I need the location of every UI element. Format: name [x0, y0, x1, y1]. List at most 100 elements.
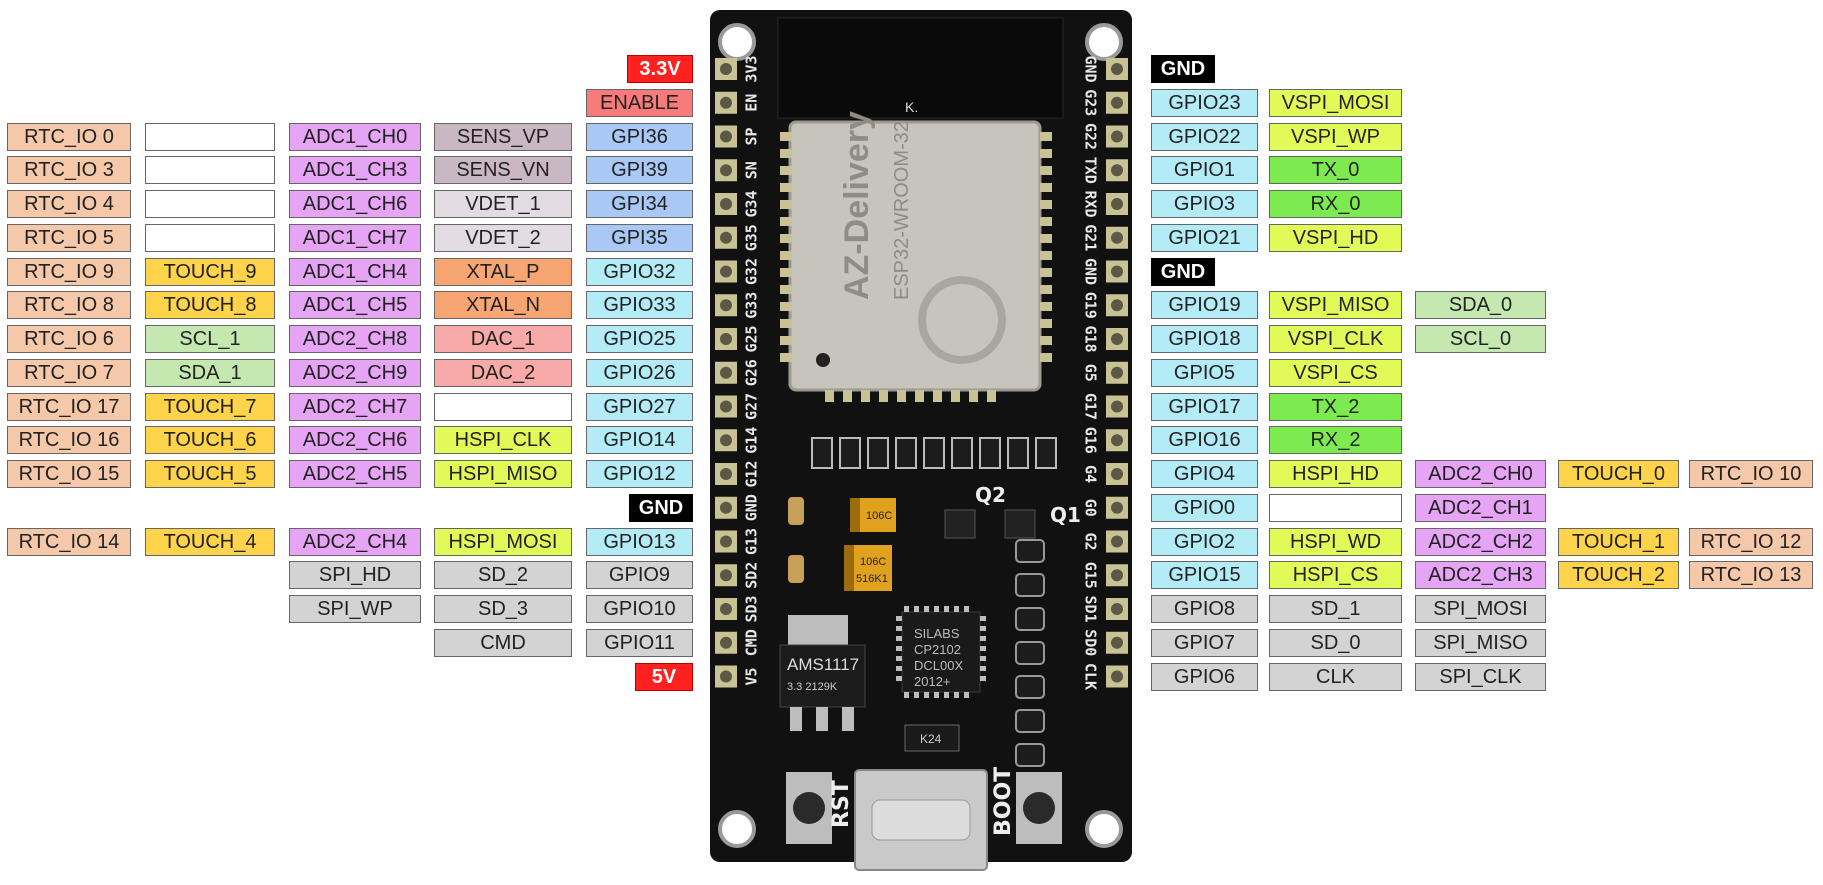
header-pin-hole: [1111, 603, 1123, 615]
left-pin-label-scl-1: SCL_1: [145, 325, 275, 353]
left-pin-label-hspi-mosi: HSPI_MOSI: [434, 527, 572, 556]
smd-component: [1015, 641, 1045, 665]
header-pin-hole: [1111, 670, 1123, 683]
right-pin-label-rx-0: RX_0: [1269, 190, 1402, 218]
mounting-hole: [718, 23, 756, 61]
header-pin-hole: [720, 164, 732, 177]
module-pad: [951, 390, 960, 402]
right-pin-label-scl-0: SCL_0: [1415, 325, 1546, 353]
header-pin-hole: [720, 670, 732, 683]
smd-component: [1015, 675, 1045, 699]
left-pin-label-hspi-clk: HSPI_CLK: [434, 426, 572, 455]
right-pin-label-touch-2: TOUCH_2: [1558, 561, 1679, 590]
usb-chip-pins: [896, 606, 986, 698]
left-pin-label-gpi35: GPI35: [586, 223, 693, 252]
left-pin-label-adc1-ch3: ADC1_CH3: [289, 156, 421, 185]
usb-port-opening: [871, 799, 971, 841]
silkscreen-gnd: GND: [1082, 258, 1100, 285]
header-pin-hole: [1111, 333, 1123, 345]
right-pin-label-sd-1: SD_1: [1269, 595, 1402, 623]
chip-pin: [980, 616, 986, 621]
silkscreen-g23: G23: [1082, 89, 1100, 116]
module-pad: [780, 234, 792, 243]
right-pin-label-hspi-wd: HSPI_WD: [1269, 527, 1402, 556]
header-pin-hole: [1111, 164, 1123, 177]
silkscreen-g22: G22: [1082, 123, 1100, 150]
left-pin-label-adc1-ch0: ADC1_CH0: [289, 122, 421, 151]
right-pin-label-gpio16: GPIO16: [1151, 426, 1258, 455]
silkscreen-g27: G27: [743, 393, 761, 420]
right-pin-label-gpio21: GPIO21: [1151, 223, 1258, 252]
left-pin-label-gpio32: GPIO32: [586, 257, 693, 286]
k24-label: K24: [920, 732, 942, 746]
header-pins: [715, 58, 1128, 688]
chip-pin: [904, 692, 909, 698]
smd-resistor: [951, 437, 973, 469]
right-pin-label-gpio3: GPIO3: [1151, 190, 1258, 218]
right-pin-label-touch-1: TOUCH_1: [1558, 527, 1679, 556]
transistor-q1: [1004, 509, 1036, 539]
left-pin-label-sens-vp: SENS_VP: [434, 122, 572, 151]
header-pin-hole: [720, 63, 732, 75]
header-pin-hole: [1111, 468, 1123, 480]
left-pin-label-5v: 5V: [635, 662, 693, 691]
left-pin-label-dac-2: DAC_2: [434, 358, 572, 387]
right-pin-label-spi-mosi: SPI_MOSI: [1415, 595, 1546, 623]
silkscreen-sd2: SD2: [743, 562, 761, 589]
module-pad: [780, 149, 792, 158]
smd-resistor-row: [811, 437, 1057, 469]
right-pin-label-adc2-ch2: ADC2_CH2: [1415, 527, 1546, 556]
module-pad: [1040, 183, 1052, 192]
left-pin-label-adc2-ch4: ADC2_CH4: [289, 527, 421, 556]
boot-button[interactable]: [1023, 792, 1055, 824]
q1-label: Q1: [1050, 503, 1081, 527]
header-pin-hole: [720, 198, 732, 210]
silkscreen-rxd: RXD: [1082, 190, 1100, 217]
left-pin-label-blank: [145, 223, 275, 252]
header-pin-hole: [720, 231, 732, 244]
left-pin-label-adc2-ch9: ADC2_CH9: [289, 358, 421, 387]
left-pin-label-blank: [145, 122, 275, 151]
left-pin-label-enable: ENABLE: [586, 88, 693, 117]
chip-pin: [954, 692, 959, 698]
left-pin-label-vdet-1: VDET_1: [434, 190, 572, 218]
chip-pin: [896, 646, 902, 651]
rst-button[interactable]: [793, 792, 825, 824]
module-pad: [780, 268, 792, 277]
header-pin-hole: [720, 636, 732, 649]
silkscreen-3v3: 3V3: [743, 55, 761, 82]
left-pin-label-sens-vn: SENS_VN: [434, 156, 572, 185]
silkscreen-sd1: SD1: [1082, 595, 1100, 622]
chip-pin: [964, 606, 969, 612]
module-pad: [879, 390, 888, 402]
module-pad: [1040, 285, 1052, 294]
left-pin-label-spi-wp: SPI_WP: [289, 595, 421, 623]
module-pad: [1040, 353, 1052, 362]
rst-label: RST: [829, 780, 854, 828]
silkscreen-g34: G34: [743, 190, 761, 217]
header-pin-hole: [720, 468, 732, 480]
left-pin-label-rtc-io-0: RTC_IO 0: [7, 122, 131, 151]
smd-resistor: [1007, 437, 1029, 469]
right-pin-label-gpio8: GPIO8: [1151, 595, 1258, 623]
left-pin-label-gpio14: GPIO14: [586, 426, 693, 455]
chip-pin: [980, 636, 986, 641]
module-pad: [780, 285, 792, 294]
header-pin-hole: [720, 501, 732, 514]
right-pin-label-gpio23: GPIO23: [1151, 88, 1258, 117]
right-pin-label-rtc-io-13: RTC_IO 13: [1689, 561, 1813, 590]
header-pin-hole: [1111, 535, 1123, 548]
chip-pin: [896, 636, 902, 641]
smd-component: [1015, 573, 1045, 597]
silkscreen-g18: G18: [1082, 325, 1100, 352]
right-pin-label-gpio22: GPIO22: [1151, 122, 1258, 151]
silkscreen-sd0: SD0: [1082, 629, 1100, 656]
right-pin-label-gpio0: GPIO0: [1151, 493, 1258, 522]
right-pin-label-gpio17: GPIO17: [1151, 392, 1258, 421]
chip-pin: [896, 626, 902, 631]
left-pin-label-gpi36: GPI36: [586, 122, 693, 151]
left-pin-label-touch-7: TOUCH_7: [145, 392, 275, 421]
left-pin-label-blank: [434, 392, 572, 421]
left-pin-label-touch-9: TOUCH_9: [145, 257, 275, 286]
left-pin-label-xtal-p: XTAL_P: [434, 257, 572, 286]
